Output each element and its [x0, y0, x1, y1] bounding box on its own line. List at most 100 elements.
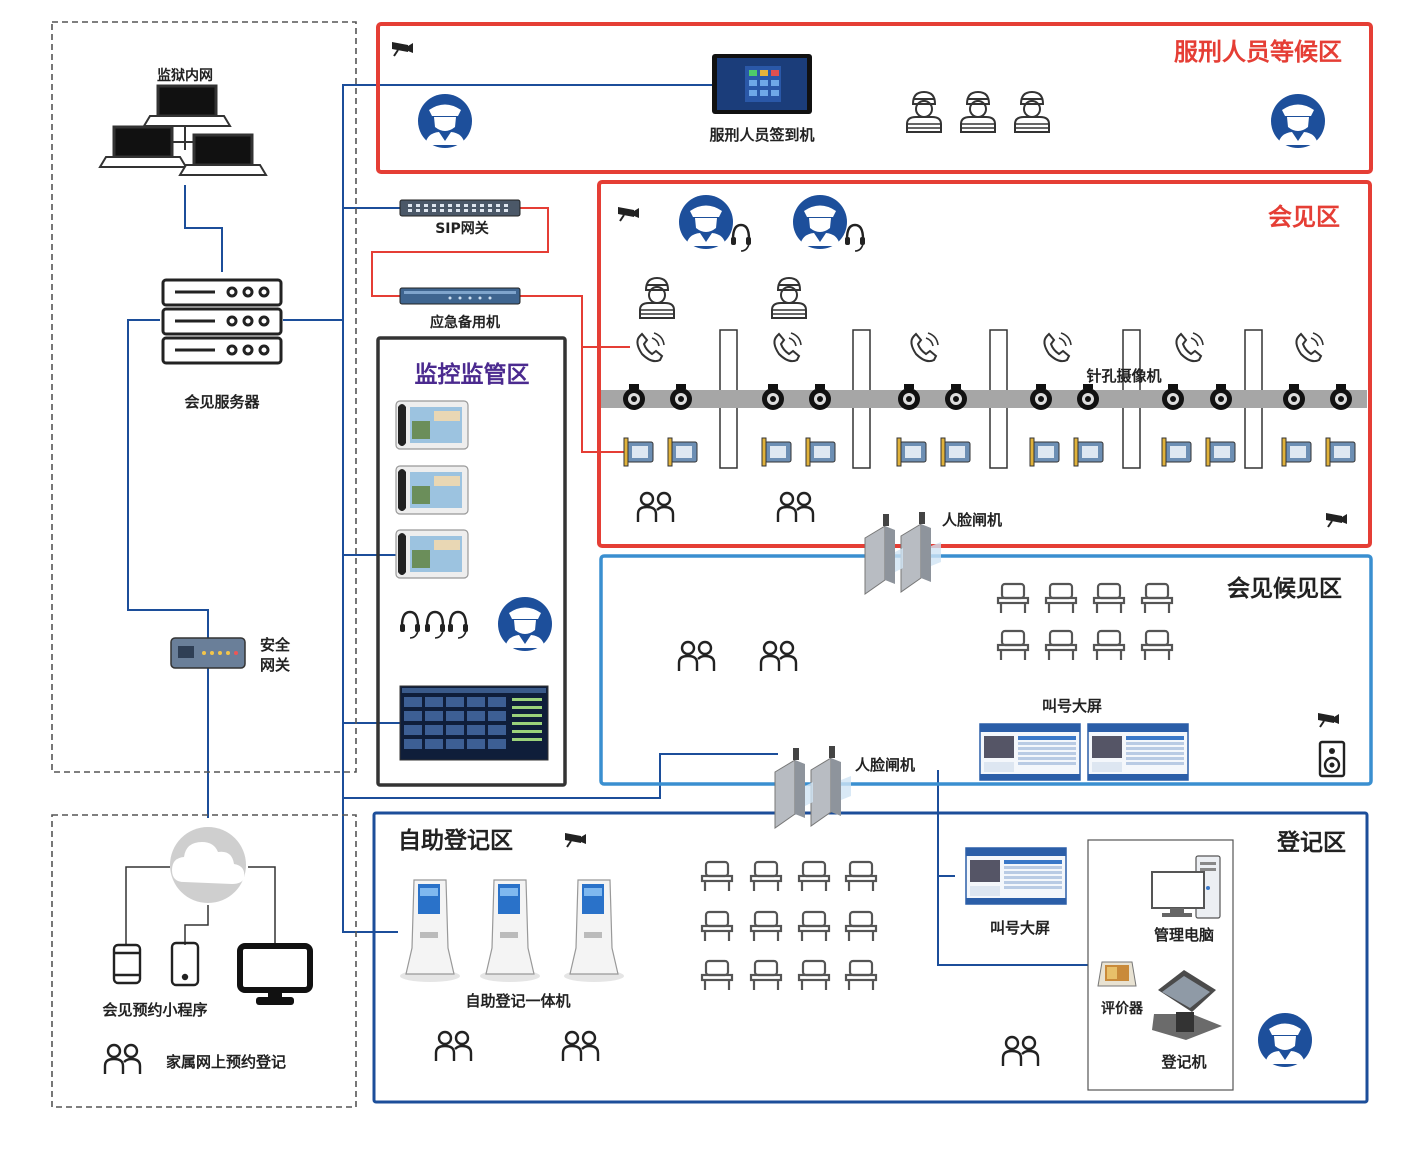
headset-icon	[843, 223, 867, 253]
sip-gateway-label: SIP网关	[435, 220, 489, 237]
telephone-icon	[1325, 437, 1356, 467]
prison-network-label: 监狱内网	[157, 67, 213, 84]
register-inner-box	[1087, 839, 1234, 1091]
pinhole-camera-icon	[809, 384, 831, 410]
mini-program-label: 会见预约小程序	[102, 1001, 207, 1019]
chair-icon	[1092, 629, 1126, 662]
police-officer-headset-icon	[793, 195, 847, 249]
pinhole-camera-icon	[945, 384, 967, 410]
police-icon	[418, 94, 472, 148]
prison-network-zone	[51, 21, 357, 773]
cloud-icon	[170, 827, 246, 903]
face-gate-icon	[774, 745, 852, 829]
call-screen-icon	[1087, 723, 1189, 781]
inmate-icon	[906, 91, 942, 133]
camera-icon	[1325, 512, 1348, 528]
handset-icon	[910, 332, 939, 363]
monitor-area-zone	[376, 336, 567, 787]
zone-title-meeting: 会见区	[1268, 203, 1340, 231]
backup-machine-icon	[399, 287, 521, 305]
chair-icon	[844, 910, 878, 943]
meeting-handsets	[636, 332, 1324, 363]
call-screen-label-register: 叫号大屏	[990, 919, 1050, 937]
visitors-icon	[759, 640, 798, 673]
chair-icon	[844, 860, 878, 893]
telephone-icon	[623, 437, 654, 467]
headset-icon	[446, 610, 470, 640]
chair-icon	[1044, 582, 1078, 615]
inmate-icon	[639, 277, 675, 319]
visitors-icon	[677, 640, 716, 673]
chair-icon	[749, 910, 783, 943]
telephone-icon	[896, 437, 927, 467]
inmate-icon	[771, 277, 807, 319]
register-machine-icon	[1152, 970, 1222, 1040]
pinhole-camera-icon	[898, 384, 920, 410]
divider-bar	[601, 390, 1367, 408]
inmate-icon	[960, 91, 996, 133]
family-zone	[51, 814, 357, 1108]
self-register-kiosk-icon	[399, 879, 461, 983]
security-gateway-icon	[170, 637, 246, 669]
register-machine-label: 登记机	[1160, 1053, 1206, 1071]
telephone-icon	[1161, 437, 1192, 467]
zone-title-waiting: 服刑人员等候区	[1174, 38, 1342, 66]
monitoring-screen-icon	[399, 685, 549, 761]
register-chairs	[700, 860, 878, 992]
handset-icon	[1295, 332, 1324, 363]
smartphone-icon	[112, 943, 142, 985]
telephone-icon	[1281, 437, 1312, 467]
visitors-icon	[636, 491, 675, 524]
headset-icon	[398, 610, 422, 640]
telephone-icon	[1029, 437, 1060, 467]
police-icon	[1258, 1013, 1312, 1067]
monitor-terminal-icon	[395, 529, 469, 579]
telephone-icon	[761, 437, 792, 467]
pinhole-camera-icon	[1210, 384, 1232, 410]
telephone-icon	[1073, 437, 1104, 467]
face-gate-icon	[864, 511, 942, 595]
chair-icon	[700, 910, 734, 943]
police-officer-headset-icon	[679, 195, 733, 249]
self-register-kiosk-label: 自助登记一体机	[465, 992, 570, 1010]
pinhole-camera-label: 针孔摄像机	[1086, 367, 1161, 385]
pinhole-camera-icon	[670, 384, 692, 410]
server-label: 会见服务器	[184, 393, 260, 411]
visitors-icon	[776, 491, 815, 524]
visitors-icon	[434, 1030, 473, 1063]
chair-icon	[700, 860, 734, 893]
handset-icon	[1175, 332, 1204, 363]
monitor-icon	[237, 943, 313, 1005]
chair-icon	[749, 959, 783, 992]
evaluator-label: 评价器	[1101, 1001, 1144, 1017]
computer-network-icon	[98, 84, 268, 176]
telephone-icon	[667, 437, 698, 467]
pinhole-camera-icon	[1330, 384, 1352, 410]
pinhole-camera-icon	[623, 384, 645, 410]
register-zone	[372, 811, 1369, 1104]
checkin-machine-icon	[712, 54, 812, 114]
handset-icon	[1043, 332, 1072, 363]
chair-icon	[1140, 582, 1174, 615]
call-screen-icon	[965, 847, 1067, 905]
telephone-icon	[805, 437, 836, 467]
server-icon	[161, 278, 283, 365]
chair-icon	[996, 582, 1030, 615]
chair-icon	[1092, 582, 1126, 615]
zone-title-self-register: 自助登记区	[398, 827, 513, 854]
sip-gateway-icon	[399, 199, 521, 217]
headset-icon	[729, 223, 753, 253]
chair-icon	[797, 910, 831, 943]
pinhole-camera-icon	[1030, 384, 1052, 410]
headset-icon	[423, 610, 447, 640]
face-gate-label-upper: 人脸闸机	[942, 511, 1002, 529]
evaluator-icon	[1097, 961, 1137, 987]
telephone-icon	[1205, 437, 1236, 467]
visitors-icon	[1001, 1035, 1040, 1068]
waiting-area-zone	[376, 22, 1373, 174]
backup-machine-label: 应急备用机	[430, 314, 500, 331]
monitor-terminal-icon	[395, 400, 469, 450]
telephone-icon	[940, 437, 971, 467]
connection-lines	[125, 84, 1088, 966]
